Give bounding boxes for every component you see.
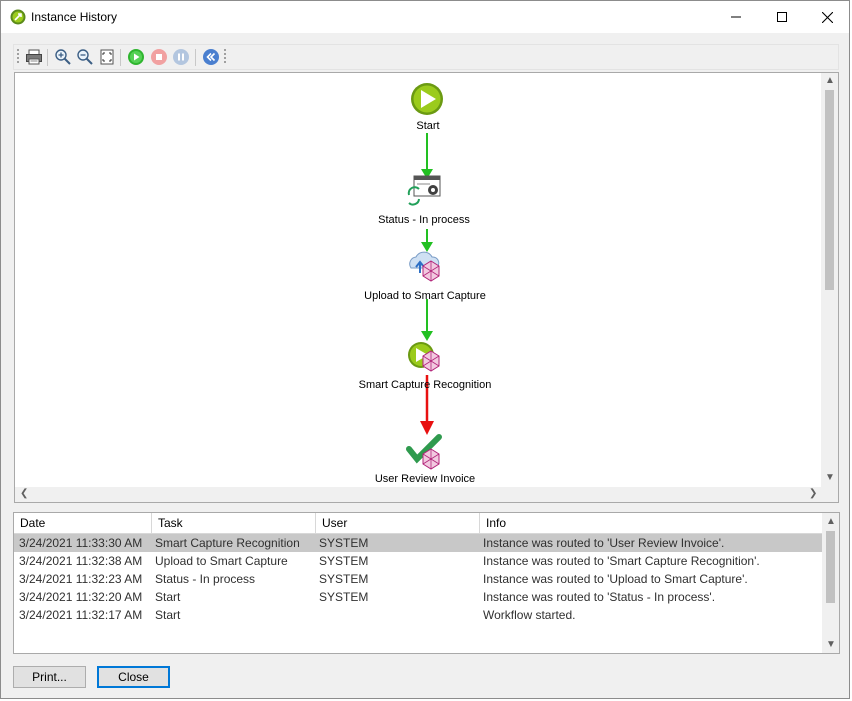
cell-task: Start xyxy=(155,608,181,622)
zoom-out-icon xyxy=(77,49,93,65)
toolbar-separator xyxy=(47,49,48,66)
workflow-canvas[interactable]: Start Status - In process Upload to Smar… xyxy=(14,72,839,503)
cell-task: Status - In process xyxy=(155,572,256,586)
table-row[interactable]: 3/24/2021 11:33:30 AM Smart Capture Reco… xyxy=(14,534,822,552)
cell-user: SYSTEM xyxy=(319,554,369,568)
pause-icon xyxy=(173,49,189,65)
status-process-icon[interactable] xyxy=(407,175,441,206)
cell-info: Instance was routed to 'Status - In proc… xyxy=(483,590,716,604)
column-header-user[interactable]: User xyxy=(316,513,480,533)
workflow-diagram xyxy=(406,83,443,470)
play-button[interactable] xyxy=(127,48,145,66)
recognition-play-icon[interactable] xyxy=(408,342,440,372)
fit-to-window-button[interactable] xyxy=(98,48,116,66)
cell-user: SYSTEM xyxy=(319,572,369,586)
scroll-left-arrow-icon[interactable]: ❮ xyxy=(20,488,29,499)
column-header-info[interactable]: Info xyxy=(486,516,507,530)
cell-date: 3/24/2021 11:32:17 AM xyxy=(19,608,143,622)
grid-scroll-down-arrow-icon[interactable]: ▼ xyxy=(826,639,836,650)
maximize-icon xyxy=(777,12,787,22)
cell-task: Start xyxy=(155,590,181,604)
toolbar xyxy=(13,44,839,70)
cell-date: 3/24/2021 11:33:30 AM xyxy=(19,536,143,550)
grid-scroll-up-arrow-icon[interactable]: ▲ xyxy=(826,516,836,527)
toolbar-separator xyxy=(195,49,196,66)
toolbar-grip[interactable] xyxy=(17,49,19,65)
scroll-up-arrow-icon[interactable]: ▲ xyxy=(825,75,835,86)
toolbar-separator xyxy=(120,49,121,66)
table-row[interactable]: 3/24/2021 11:32:17 AM Start Workflow sta… xyxy=(14,606,822,624)
start-play-icon[interactable] xyxy=(411,83,443,115)
cell-info: Instance was routed to 'Smart Capture Re… xyxy=(483,554,760,568)
grid-scroll-thumb[interactable] xyxy=(826,531,835,603)
canvas-horizontal-scrollbar[interactable]: ❮ ❯ xyxy=(15,487,821,502)
fit-to-window-icon xyxy=(100,49,114,65)
cell-user: SYSTEM xyxy=(319,590,369,604)
title-bar: Instance History xyxy=(1,1,849,33)
cell-info: Instance was routed to 'User Review Invo… xyxy=(483,536,725,550)
scroll-corner xyxy=(821,487,838,502)
history-grid[interactable]: Date Task User Info 3/24/2021 11:33:30 A… xyxy=(13,512,840,654)
zoom-in-button[interactable] xyxy=(54,48,72,66)
grid-vertical-scrollbar[interactable]: ▲ ▼ xyxy=(822,513,839,653)
window-title: Instance History xyxy=(31,10,118,24)
cell-info: Instance was routed to 'Upload to Smart … xyxy=(483,572,748,586)
column-header-date[interactable]: Date xyxy=(14,513,152,533)
print-icon xyxy=(26,49,42,65)
column-header-task[interactable]: Task xyxy=(152,513,316,533)
scroll-right-arrow-icon[interactable]: ❯ xyxy=(809,488,818,499)
stop-icon xyxy=(151,49,167,65)
table-row[interactable]: 3/24/2021 11:32:23 AM Status - In proces… xyxy=(14,570,822,588)
toolbar-grip xyxy=(224,49,226,65)
pause-button[interactable] xyxy=(172,48,190,66)
cell-info: Workflow started. xyxy=(483,608,576,622)
minimize-icon xyxy=(731,16,741,18)
print-button[interactable]: Print... xyxy=(13,666,86,688)
zoom-in-icon xyxy=(55,49,71,65)
maximize-button[interactable] xyxy=(759,1,805,33)
cloud-upload-icon[interactable] xyxy=(409,251,440,282)
table-row[interactable]: 3/24/2021 11:32:38 AM Upload to Smart Ca… xyxy=(14,552,822,570)
node-label-status: Status - In process xyxy=(378,214,470,226)
link-start-to-status xyxy=(421,133,433,179)
close-icon xyxy=(821,11,833,23)
play-icon xyxy=(128,49,144,65)
stop-button[interactable] xyxy=(150,48,168,66)
print-toolbar-button[interactable] xyxy=(25,48,43,66)
cell-date: 3/24/2021 11:32:20 AM xyxy=(19,590,143,604)
cell-task: Smart Capture Recognition xyxy=(155,536,300,550)
minimize-button[interactable] xyxy=(713,1,759,33)
zoom-out-button[interactable] xyxy=(76,48,94,66)
table-row[interactable]: 3/24/2021 11:32:20 AM Start SYSTEM Insta… xyxy=(14,588,822,606)
cell-task: Upload to Smart Capture xyxy=(155,554,288,568)
node-label-upload: Upload to Smart Capture xyxy=(364,290,486,302)
rewind-button[interactable] xyxy=(202,48,220,66)
rewind-icon xyxy=(203,49,219,65)
cell-date: 3/24/2021 11:32:38 AM xyxy=(19,554,143,568)
scroll-down-arrow-icon[interactable]: ▼ xyxy=(825,472,835,483)
link-recognition-to-review xyxy=(420,375,434,435)
node-label-review: User Review Invoice xyxy=(374,473,476,485)
cell-user: SYSTEM xyxy=(319,536,369,550)
canvas-vertical-scrollbar[interactable]: ▲ ▼ xyxy=(821,73,838,487)
close-button[interactable]: Close xyxy=(97,666,170,688)
link-status-to-upload xyxy=(421,229,433,252)
canvas-scroll-thumb[interactable] xyxy=(825,90,834,290)
cell-date: 3/24/2021 11:32:23 AM xyxy=(19,572,143,586)
close-window-button[interactable] xyxy=(804,1,850,33)
node-label-start: Start xyxy=(416,120,440,132)
link-upload-to-recognition xyxy=(421,299,433,341)
node-label-recognition: Smart Capture Recognition xyxy=(358,379,492,391)
app-logo-icon xyxy=(10,9,26,25)
history-grid-header: Date Task User Info xyxy=(14,513,822,534)
checkmark-review-icon[interactable] xyxy=(406,434,442,470)
